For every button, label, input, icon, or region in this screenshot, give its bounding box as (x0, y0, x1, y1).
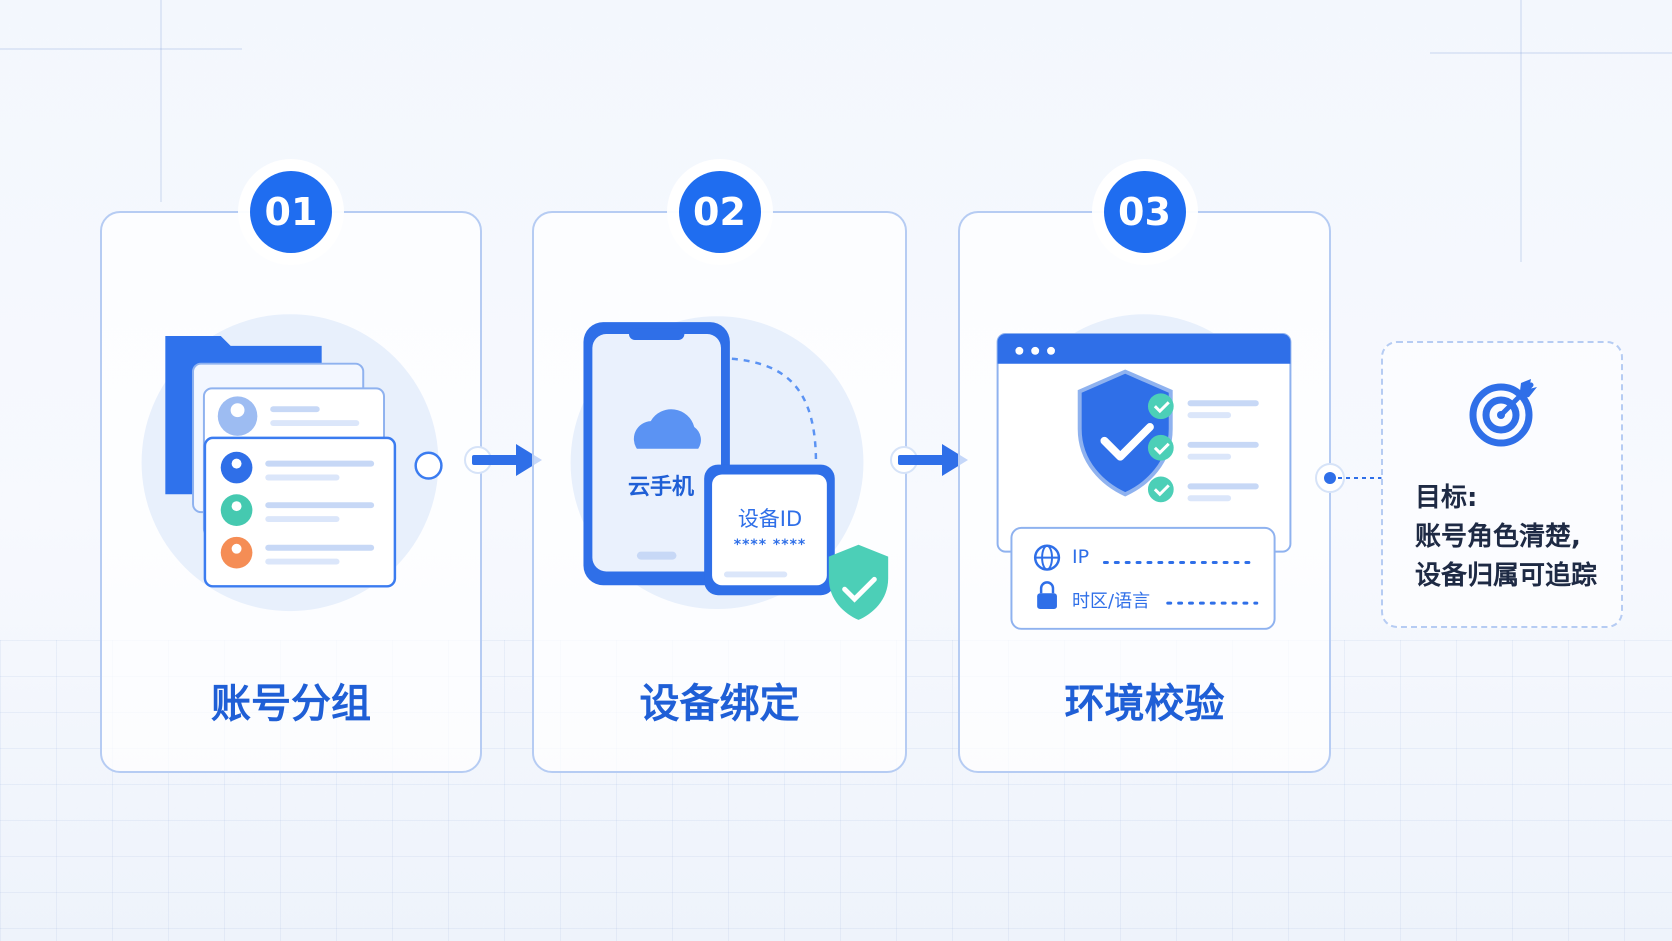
cloud-icon (633, 409, 701, 449)
step-number-badge: 02 (678, 171, 761, 253)
shield-check-icon (828, 544, 889, 620)
goal-label: 目标: (1415, 483, 1478, 513)
goal-line-1: 账号角色清楚, (1415, 522, 1581, 552)
goal-connector (1315, 463, 1382, 493)
environment-check-illustration (996, 314, 1292, 630)
decor-line (1520, 0, 1522, 262)
step-card-environment-check: 03 IP 时区/语言 环境 (958, 171, 1331, 773)
device-binding-illustration (570, 316, 889, 620)
phone-label: 云手机 (627, 475, 694, 500)
decor-line (0, 48, 242, 50)
step-card-account-grouping: 01 账号分组 (100, 171, 482, 773)
arrow-right-icon (464, 444, 542, 476)
step-title: 账号分组 (211, 681, 371, 727)
goal-text: 目标: 账号角色清楚, 设备归属可追踪 (1415, 479, 1615, 596)
goal-line-2: 设备归属可追踪 (1415, 561, 1598, 591)
shield-check-icon (1077, 369, 1173, 497)
lock-icon (1037, 581, 1057, 610)
account-grouping-illustration (141, 314, 443, 612)
arrow-right-icon (890, 444, 968, 476)
goal-box: 目标: 账号角色清楚, 设备归属可追踪 (1381, 341, 1623, 628)
step-number-badge: 03 (1103, 171, 1186, 253)
ip-label: IP (1072, 546, 1090, 568)
globe-icon (1033, 544, 1061, 571)
target-icon (1469, 379, 1537, 447)
timezone-language-label: 时区/语言 (1072, 591, 1151, 612)
step-title: 环境校验 (1064, 681, 1225, 727)
phone-icon (583, 322, 730, 586)
step-card-device-binding: 02 云手机 设备ID **** **** 设备绑定 (532, 171, 907, 773)
step-title: 设备绑定 (639, 681, 800, 727)
decor-line (160, 0, 162, 202)
step-number-badge: 01 (250, 171, 332, 253)
device-id-mask: **** **** (733, 537, 807, 553)
device-id-label: 设备ID (737, 507, 803, 531)
decor-line (1430, 52, 1672, 54)
